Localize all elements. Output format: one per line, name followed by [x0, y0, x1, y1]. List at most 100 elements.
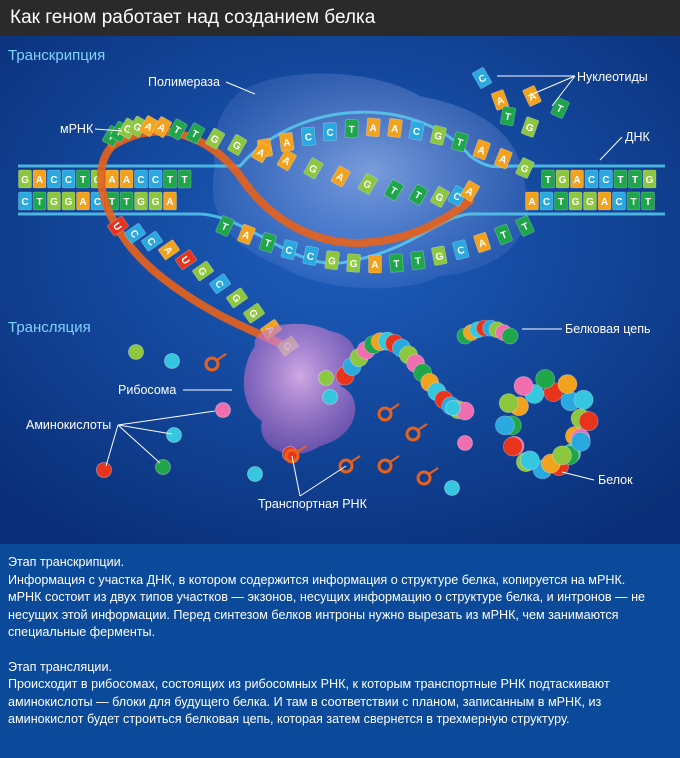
- svg-text:T: T: [388, 185, 399, 198]
- trna: [284, 448, 300, 464]
- dna-base: A: [368, 254, 382, 274]
- dna-base: A: [32, 169, 47, 189]
- label-ribosome: Рибосома: [118, 383, 176, 397]
- dna-base: A: [278, 132, 295, 152]
- svg-text:T: T: [263, 238, 272, 250]
- svg-text:C: C: [306, 251, 315, 263]
- mrna-base: C: [141, 230, 163, 252]
- nucleotide: G: [520, 116, 540, 138]
- svg-text:A: A: [255, 147, 267, 160]
- svg-text:A: A: [156, 122, 168, 135]
- protein-chain: [335, 319, 599, 480]
- mrna-base: G: [429, 186, 450, 208]
- svg-text:G: G: [435, 251, 445, 263]
- svg-text:A: A: [495, 95, 506, 108]
- label-mrna: мРНК: [60, 122, 94, 136]
- svg-text:A: A: [79, 197, 86, 208]
- mrna-base: G: [192, 260, 214, 282]
- svg-text:T: T: [617, 175, 623, 186]
- svg-text:G: G: [50, 197, 58, 208]
- section-translation: Трансляция: [8, 319, 91, 336]
- protein-bead: [557, 374, 578, 394]
- svg-text:T: T: [171, 124, 182, 137]
- svg-text:A: A: [108, 175, 115, 186]
- dna-base: A: [525, 191, 539, 211]
- svg-text:A: A: [601, 197, 608, 208]
- mrna-base: U: [107, 215, 129, 237]
- svg-text:A: A: [527, 91, 538, 104]
- svg-text:A: A: [166, 197, 173, 208]
- svg-text:T: T: [123, 197, 129, 208]
- label-protein: Белок: [598, 473, 633, 487]
- protein-bead: [520, 450, 540, 471]
- dna-base: G: [583, 191, 597, 211]
- svg-text:A: A: [528, 197, 535, 208]
- label-polymerase: Полимераза: [148, 75, 220, 89]
- label-amino-acids: Аминокислоты: [26, 418, 111, 432]
- dna-base: T: [554, 191, 568, 211]
- mrna-base: A: [152, 116, 173, 138]
- svg-text:T: T: [181, 175, 187, 186]
- dna-base: C: [47, 169, 61, 189]
- dna-base: T: [626, 191, 641, 211]
- svg-text:A: A: [371, 260, 378, 271]
- section-transcription: Транскрипция: [8, 47, 105, 64]
- svg-text:T: T: [414, 256, 421, 268]
- svg-text:T: T: [393, 259, 400, 270]
- dna-base: A: [365, 117, 381, 138]
- translation-title: Этап трансляции.: [8, 659, 112, 674]
- mrna-base: A: [330, 165, 351, 188]
- svg-text:C: C: [304, 132, 312, 143]
- svg-text:T: T: [109, 197, 115, 208]
- dna-base: G: [18, 169, 32, 189]
- protein-bead: [573, 389, 594, 410]
- svg-text:C: C: [94, 197, 101, 208]
- svg-text:C: C: [137, 175, 144, 186]
- mrna-base: A: [276, 149, 297, 171]
- dna-base: C: [539, 191, 554, 211]
- dna-base: C: [148, 169, 163, 189]
- mrna-base: T: [384, 179, 404, 201]
- dna-base: T: [163, 169, 177, 189]
- svg-text:G: G: [137, 197, 145, 208]
- nucleotide: A: [522, 85, 542, 107]
- amino-acid: [164, 353, 180, 369]
- dna-base: T: [344, 119, 359, 139]
- mrna-base: G: [227, 134, 248, 156]
- label-dna: ДНК: [625, 130, 650, 144]
- transcription-line-2: мРНК состоит из двух типов участков — эк…: [8, 590, 646, 604]
- trna: [338, 458, 354, 474]
- dna-base: A: [570, 169, 584, 189]
- svg-text:A: A: [463, 186, 475, 199]
- dna-base: G: [324, 250, 340, 271]
- svg-text:T: T: [545, 175, 551, 186]
- dna-base: T: [32, 191, 47, 211]
- svg-text:C: C: [451, 191, 463, 204]
- dna-base: T: [119, 191, 134, 211]
- svg-text:C: C: [456, 245, 466, 257]
- protein-bead: [552, 445, 572, 466]
- trna: [377, 406, 393, 422]
- mrna-base: A: [460, 180, 480, 202]
- mrna-base: G: [357, 173, 378, 195]
- dna-base: C: [408, 120, 425, 141]
- mrna-base: G: [205, 127, 226, 150]
- label-trna: Транспортная РНК: [258, 497, 368, 511]
- dna-base: A: [105, 169, 119, 189]
- mrna-base: G: [243, 302, 265, 324]
- svg-text:A: A: [334, 171, 346, 184]
- mrna-base: T: [408, 183, 429, 206]
- protein-bead: [495, 415, 515, 436]
- dna-base: C: [301, 126, 316, 146]
- svg-text:A: A: [477, 238, 487, 251]
- svg-text:G: G: [152, 197, 160, 208]
- protein-bead: [501, 327, 519, 345]
- transcription-line-3: несущих этой информации. Перед синтезом …: [8, 607, 619, 622]
- nucleotide: T: [550, 97, 570, 119]
- dna-base: A: [76, 191, 90, 211]
- svg-text:T: T: [630, 197, 636, 208]
- dna-base: C: [61, 169, 76, 189]
- svg-text:A: A: [283, 137, 292, 149]
- svg-text:A: A: [241, 229, 252, 242]
